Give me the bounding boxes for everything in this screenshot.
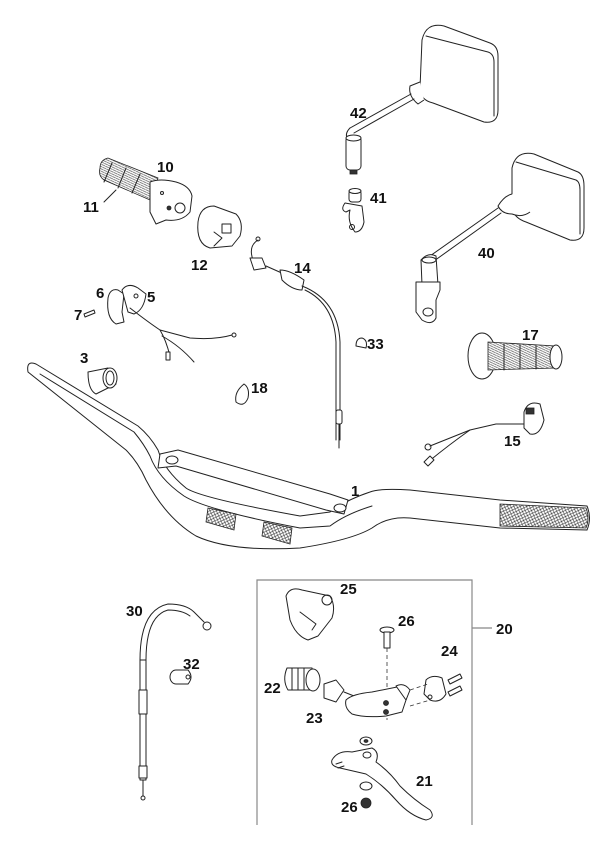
clutch-cable [138,603,212,801]
throttle-cover [197,205,242,249]
handlebar [27,362,590,550]
callout-7: 7 [74,307,82,324]
callout-14: 14 [294,260,311,277]
callout-10: 10 [157,159,174,176]
assembly-frame [256,579,473,825]
grip-left [467,332,563,380]
kill-switch-assembly [83,284,237,363]
callout-40: 40 [478,245,495,262]
callout-1: 1 [351,483,359,500]
throttle-assembly [99,157,193,225]
lever [331,747,433,821]
boot [284,667,321,692]
callout-12: 12 [191,257,208,274]
callout-26-top: 26 [398,613,415,630]
callout-21: 21 [416,773,433,790]
callout-30: 30 [126,603,143,620]
callout-25: 25 [340,581,357,598]
callout-23: 23 [306,710,323,727]
throttle-cable [249,236,343,449]
leader-11 [103,189,117,203]
callout-42: 42 [350,105,367,122]
callout-20: 20 [496,621,513,638]
clamp-half [409,673,463,707]
callout-41: 41 [370,190,387,207]
adjuster [323,679,355,703]
lever-guard [285,588,335,641]
callout-15: 15 [504,433,521,450]
wire-clip [235,383,249,405]
callout-32: 32 [183,656,200,673]
callout-24: 24 [441,643,458,660]
cable-clamp [169,669,192,685]
cable-cap [355,337,367,349]
callout-11: 11 [83,199,99,216]
callout-18: 18 [251,380,268,397]
callout-22: 22 [264,680,281,697]
callout-5: 5 [147,289,155,306]
washer-nut [359,736,373,809]
handlebar-pad [87,367,118,395]
switch-right [423,402,545,467]
mirror-clamp [342,188,365,233]
mirror-right [415,152,585,324]
mirror-left [345,24,499,175]
callout-26-bottom: 26 [341,799,358,816]
callout-6: 6 [96,285,104,302]
callout-33: 33 [367,336,384,353]
lever-bracket [345,684,411,718]
callout-17: 17 [522,327,539,344]
callout-3: 3 [80,350,88,367]
